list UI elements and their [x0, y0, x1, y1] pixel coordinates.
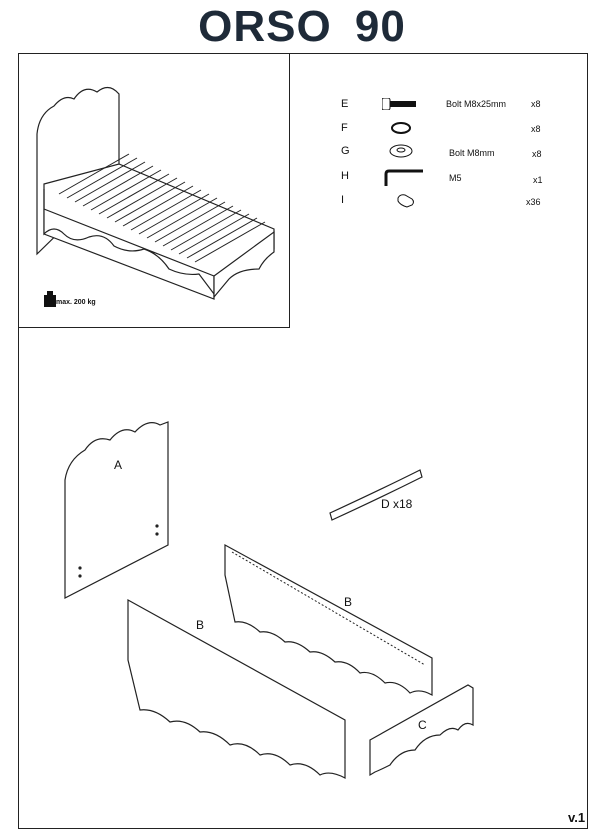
hardware-qty: x1 [533, 175, 543, 185]
hardware-letter: G [341, 145, 350, 157]
part-label-c: C [418, 718, 427, 732]
slat-d [329, 469, 423, 521]
exploded-parts-drawing [64, 421, 474, 779]
part-label-b: B [196, 618, 205, 632]
hardware-qty: x36 [526, 197, 541, 207]
washer-icon [389, 144, 413, 158]
part-label-d: D x18 [381, 497, 413, 511]
max-load-label: max. 200 kg [56, 299, 96, 306]
assembled-bed-drawing [36, 86, 275, 300]
hardware-qty: x8 [532, 149, 542, 159]
hardware-letter: E [341, 98, 349, 110]
hardware-desc: Bolt M8x25mm [446, 99, 507, 109]
hardware-letter: F [341, 122, 348, 134]
hardware-letter: I [341, 194, 345, 206]
hardware-desc: Bolt M8mm [449, 148, 495, 158]
headboard-a [64, 421, 169, 599]
hardware-letter: H [341, 170, 349, 182]
assembled-bed-overview [18, 53, 290, 328]
hardware-qty: x8 [531, 124, 541, 134]
part-label-a: A [114, 458, 123, 472]
weight-icon [44, 291, 56, 307]
side-rail-b-front [127, 598, 346, 779]
version-label: v.1 [568, 810, 586, 825]
hardware-desc: M5 [449, 173, 462, 183]
bolt-icon [382, 98, 416, 110]
instruction-frame [18, 53, 588, 829]
side-rail-b-back [224, 543, 433, 697]
spring-washer-icon [391, 122, 411, 134]
page-title: ORSO 90 [198, 2, 406, 51]
slat-holder-icon [397, 194, 414, 208]
allen-key-icon [384, 169, 423, 186]
hardware-qty: x8 [531, 99, 541, 109]
part-label-b: B [344, 595, 353, 609]
footboard-c [369, 684, 474, 777]
